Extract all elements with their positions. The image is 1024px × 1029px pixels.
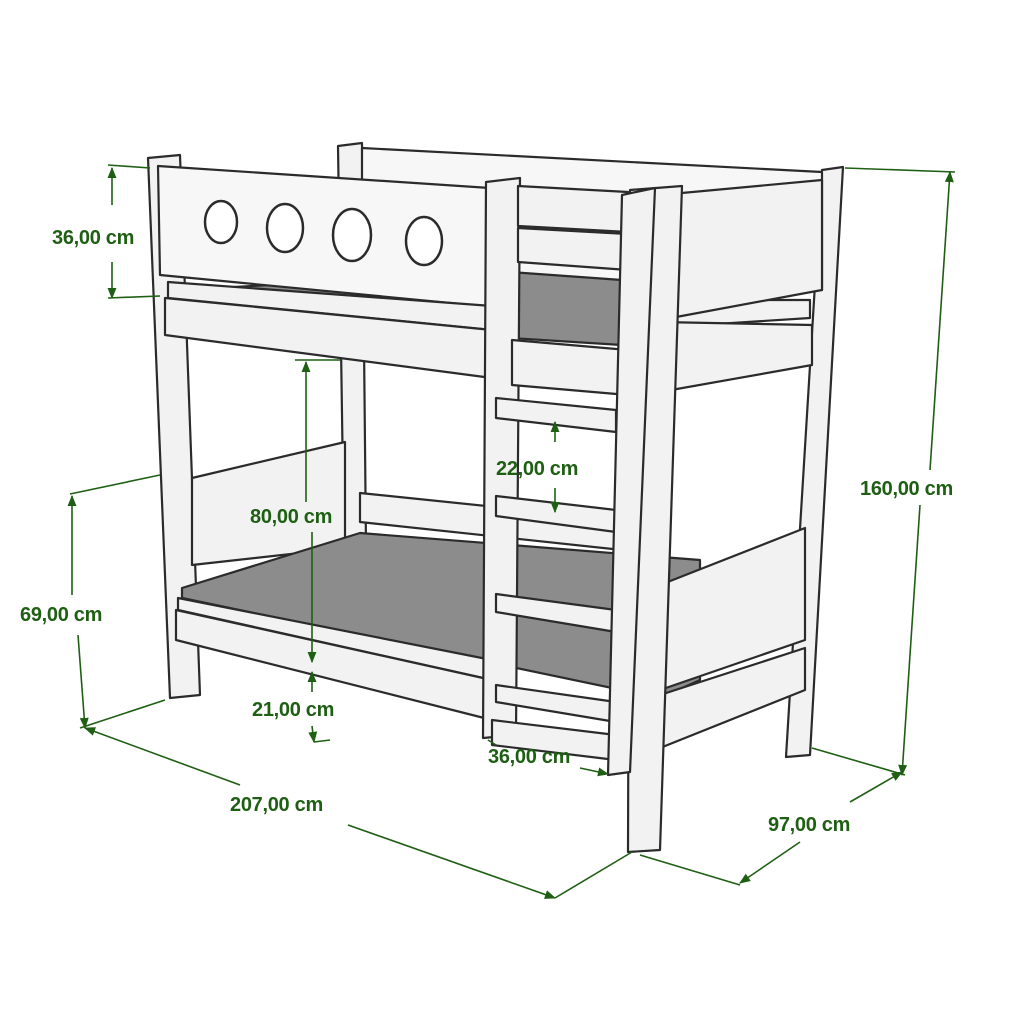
dim-total-a [929,170,954,471]
ext-floor [313,739,331,743]
dim-ladder-width [579,767,610,777]
dim-total-b [898,504,921,777]
dim-floor-b [308,725,318,744]
ext-width-1 [554,851,633,899]
ladder-step-spacing-label: 22,00 cm [496,458,579,480]
ext-top-guard-1 [107,164,151,169]
ext-width-2 [639,854,741,886]
upper-right-rail-lower [658,320,814,394]
front-left-post [146,153,202,700]
ext-lower-guard-1 [69,474,161,495]
floor-clearance-label: 21,00 cm [252,699,335,721]
width-label: 97,00 cm [768,814,851,836]
dim-lower-guard-b [77,634,89,730]
ext-total-2 [811,747,906,776]
bed-clearance-label: 80,00 cm [250,506,333,528]
dim-width-a [739,841,801,884]
ladder-rung-1 [516,184,630,234]
ladder-width-label: 36,00 cm [488,746,571,768]
ladder-right-stile [606,186,657,777]
porthole-2 [265,202,305,254]
ladder-rung-3 [510,338,630,397]
portholes [203,199,444,267]
ext-top-guard-2 [107,295,161,299]
ext-ladder-width [487,739,497,746]
total-height-label: 160,00 cm [860,478,953,500]
ladder-rung-2 [516,226,630,272]
bed-structure [146,141,845,854]
dimension-lines [67,164,956,899]
dim-length-b [347,824,557,899]
dim-width-b [849,771,903,803]
porthole-4 [404,215,444,267]
ext-total-1 [844,167,956,173]
porthole-3 [331,207,373,263]
dim-length-a [83,727,241,786]
ext-lower-guard-2 [79,699,166,729]
lower-guard-height-label: 69,00 cm [20,604,103,626]
length-label: 207,00 cm [230,794,323,816]
porthole-1 [203,199,239,245]
top-guard-height-label: 36,00 cm [52,227,135,249]
